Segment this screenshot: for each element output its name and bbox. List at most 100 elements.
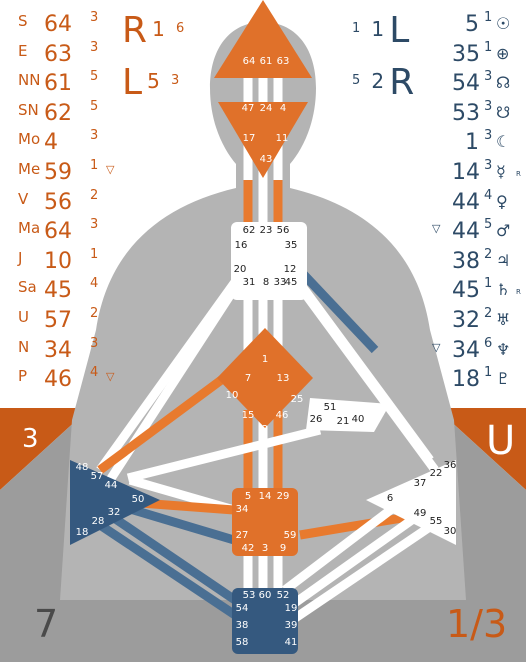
line-value: 2 — [90, 187, 99, 203]
planet-icon: ☊ — [496, 73, 511, 93]
gate-40: 40 — [352, 414, 365, 425]
line-value: 1 — [484, 10, 493, 25]
gate-35: 35 — [285, 240, 298, 251]
line-value: 3 — [90, 217, 99, 233]
g-center — [217, 328, 313, 428]
gate-37: 37 — [414, 478, 427, 489]
gate-54: 54 — [236, 603, 249, 614]
gate-39: 39 — [285, 620, 298, 631]
planet-label: E — [18, 41, 28, 60]
line-value: 4 — [90, 276, 99, 292]
planet-icon: ♃ — [496, 250, 511, 270]
gate-15: 15 — [242, 410, 255, 421]
gate-3: 3 — [262, 543, 268, 554]
gate-50: 50 — [132, 494, 145, 505]
planet-icon: ♂ — [496, 221, 511, 241]
gate-value: 64 — [44, 12, 72, 37]
gate-value: 53 — [452, 100, 480, 126]
gate-28: 28 — [92, 516, 105, 527]
gate-11: 11 — [276, 133, 289, 144]
line-value: 3 — [90, 10, 99, 25]
head-center — [214, 0, 312, 78]
arrow-icon: ▽ — [432, 340, 441, 354]
planet-label: S — [18, 12, 28, 30]
gate-60: 60 — [259, 590, 272, 601]
gate-42: 42 — [242, 543, 255, 554]
planet-label: V — [18, 189, 29, 208]
gate-value: 64 — [44, 219, 72, 245]
gate-value: 62 — [44, 100, 72, 126]
gate-32: 32 — [108, 507, 121, 518]
channel-44-26b — [126, 425, 322, 483]
gate-55: 55 — [430, 516, 443, 527]
gate-18: 18 — [76, 527, 89, 538]
design-bottom-variable: L 5 3 — [122, 62, 180, 103]
solar-plexus-center — [366, 460, 456, 545]
left-middle-label: 3 — [22, 424, 39, 454]
gate-value: 54 — [452, 71, 480, 97]
line-value: 1 — [484, 276, 493, 292]
planet-label: Sa — [18, 278, 37, 297]
ajna-center — [218, 102, 308, 178]
arrow-icon: ▽ — [432, 222, 441, 236]
channel-30-41 — [282, 516, 443, 629]
root-center — [232, 588, 298, 654]
channel-59-6 — [299, 510, 421, 540]
line-value: 5 — [90, 98, 99, 114]
gate-value: 61 — [44, 71, 72, 97]
gate-value: 1 — [465, 130, 479, 156]
gate-61: 61 — [260, 56, 273, 67]
planet-icon: ♆ — [496, 339, 511, 359]
gate-value: 45 — [452, 278, 480, 304]
line-value: 2 — [90, 306, 99, 321]
line-value: 1 — [90, 246, 99, 262]
gate-24: 24 — [260, 103, 273, 114]
arrow-icon: ▽ — [106, 163, 115, 176]
personality-bottom-variable: 5 2 R — [352, 62, 415, 103]
gate-value: 45 — [44, 278, 72, 304]
gate-23: 23 — [260, 225, 273, 236]
line-value: 4 — [484, 187, 493, 203]
planet-icon: ♀ — [496, 191, 508, 211]
planet-icon: ☿ — [496, 162, 506, 181]
gate-value: 57 — [44, 308, 72, 333]
channel-10-57 — [97, 368, 235, 474]
gate-43: 43 — [260, 154, 273, 165]
gate-64: 64 — [243, 56, 256, 67]
planet-label: P — [18, 367, 28, 386]
gate-value: 63 — [44, 41, 72, 67]
gate-25: 25 — [291, 394, 304, 405]
gate-45: 45 — [285, 277, 298, 288]
gate-value: 34 — [452, 337, 480, 363]
gate-38: 38 — [236, 620, 249, 631]
line-value: 3 — [90, 128, 99, 144]
gate-58: 58 — [236, 637, 249, 648]
retrograde-label: R — [516, 288, 521, 297]
line-value: 6 — [484, 335, 493, 351]
gate-56: 56 — [277, 225, 290, 236]
line-value: 3 — [484, 158, 493, 173]
gate-53: 53 — [243, 590, 256, 601]
line-value: 3 — [484, 98, 493, 114]
gate-59: 59 — [284, 530, 297, 541]
gate-27: 27 — [236, 530, 249, 541]
gate-value: 34 — [44, 337, 72, 363]
arrow-icon: ▽ — [106, 370, 115, 384]
right-middle-label: U — [486, 418, 516, 464]
planet-label: NN — [18, 71, 41, 90]
planet-icon: ♄ — [496, 280, 511, 300]
gate-9: 9 — [280, 543, 286, 554]
